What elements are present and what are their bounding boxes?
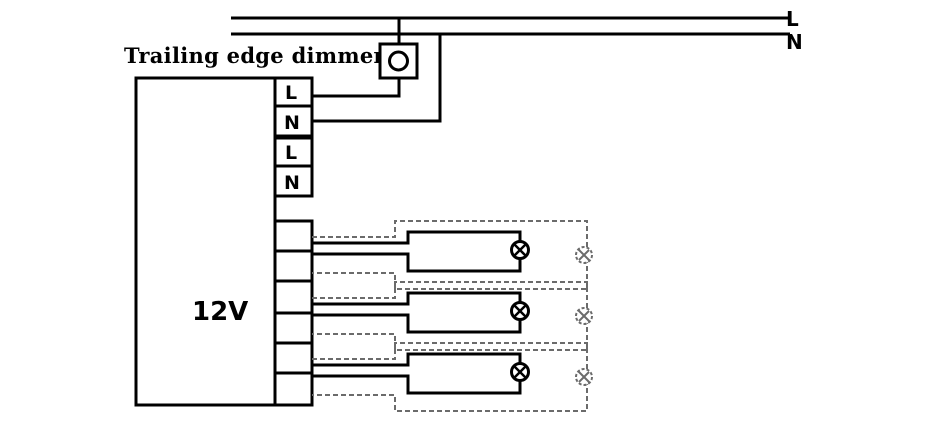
lamp-icon: [510, 301, 530, 321]
neutral-wire: [312, 34, 442, 123]
mains-bus: L N: [231, 7, 803, 54]
channel-wire-negative: [312, 374, 522, 395]
mains-live-label: L: [786, 7, 799, 31]
output-channels: [312, 220, 593, 412]
channel-wire-negative: [312, 313, 522, 334]
terminal-label-4: N: [284, 172, 300, 194]
optional-lamp-icon: [575, 246, 593, 264]
terminal-label-3: L: [285, 142, 297, 164]
optional-lamp-cross-b: [578, 249, 590, 261]
lamp-cross-b: [513, 243, 527, 257]
output-channel-2: [312, 281, 593, 351]
input-terminal-block: L N L N: [273, 76, 314, 198]
driver-body: [134, 76, 277, 407]
channel-wire-positive: [312, 352, 522, 367]
lamp-cross-b: [513, 365, 527, 379]
input-wiring: [312, 34, 442, 123]
lamp-cross-b: [513, 304, 527, 318]
output-terminal-block: [273, 219, 314, 407]
dimmed-live-wire: [312, 78, 401, 98]
dimmer-switch-icon: [378, 18, 419, 80]
optional-lamp-cross-b: [578, 310, 590, 322]
lamp-icon: [510, 362, 530, 382]
channel-wire-negative: [312, 252, 522, 273]
terminal-label-1: L: [285, 82, 297, 104]
led-driver: 12V: [134, 76, 277, 407]
terminal-label-2: N: [284, 112, 300, 134]
optional-lamp-icon: [575, 307, 593, 325]
channel-wire-positive: [312, 291, 522, 306]
dimmer-caption: Trailing edge dimmer: [124, 43, 386, 68]
optional-lamp-cross-b: [578, 371, 590, 383]
output-channel-1: [312, 220, 593, 290]
output-channel-3: [312, 342, 593, 412]
optional-lamp-icon: [575, 368, 593, 386]
mains-neutral-label: N: [786, 30, 803, 54]
channel-wire-positive: [312, 230, 522, 245]
lamp-icon: [510, 240, 530, 260]
supply-voltage-label: 12V: [192, 297, 248, 327]
